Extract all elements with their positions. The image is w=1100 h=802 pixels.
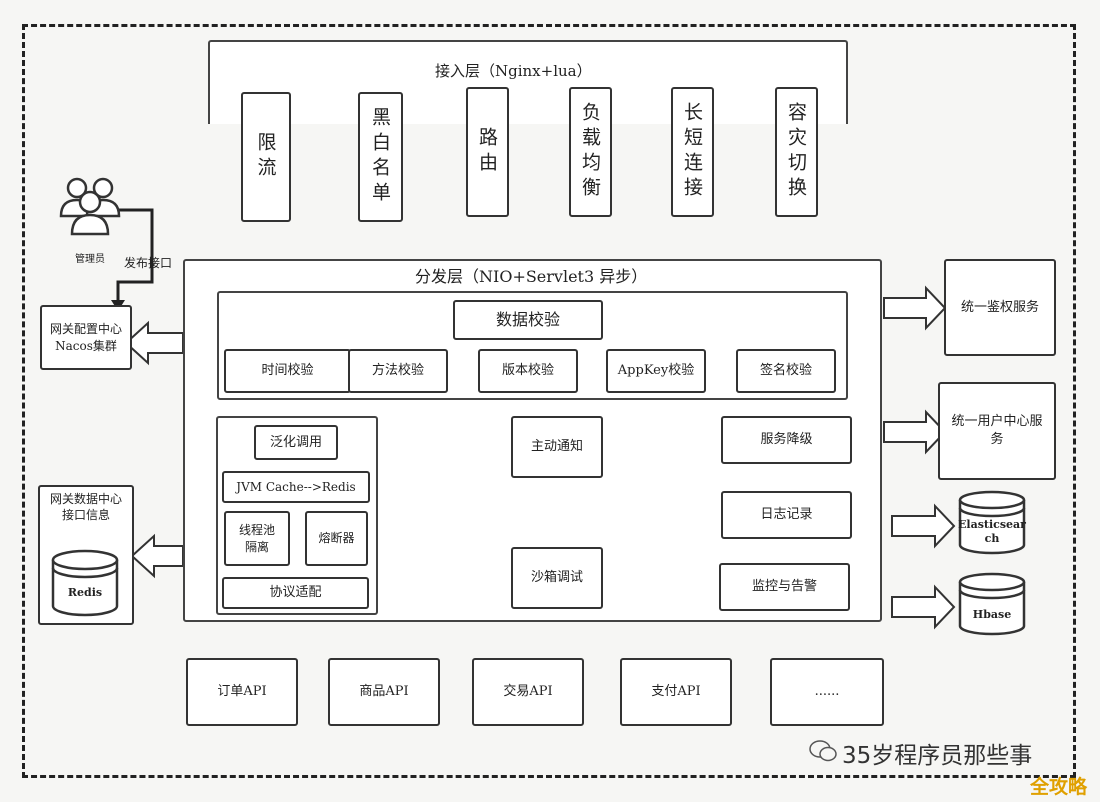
- validation-item-box: AppKey校验: [606, 349, 706, 393]
- access-item-box: 黑白名单: [358, 92, 403, 222]
- api-box: 交易API: [472, 658, 584, 726]
- arrow-to-hbase: [891, 584, 956, 630]
- access-item-label: 黑白名单: [369, 107, 391, 207]
- validation-item-label: 版本校验: [501, 363, 554, 379]
- thread-pool-box: 线程池 隔离: [224, 511, 290, 566]
- access-item-label: 负载均衡: [579, 102, 601, 202]
- elasticsearch-label: Elasticsear ch: [958, 518, 1026, 545]
- api-box: ......: [770, 658, 884, 726]
- access-item-label: 路由: [476, 127, 498, 177]
- api-label: 支付API: [651, 684, 701, 700]
- api-box: 支付API: [620, 658, 732, 726]
- access-layer-frame: [208, 40, 848, 124]
- watermark-corner: 全攻略: [1030, 776, 1088, 798]
- data-validation-title-label: 数据校验: [495, 310, 560, 330]
- redis-label: Redis: [67, 586, 103, 599]
- access-layer-title: 接入层（Nginx+lua）: [435, 62, 592, 80]
- user-center-box: 统一用户中心服 务: [938, 382, 1056, 480]
- access-item-box: 限流: [241, 92, 291, 222]
- api-box: 商品API: [328, 658, 440, 726]
- api-label: 商品API: [359, 684, 409, 700]
- access-item-box: 负载均衡: [569, 87, 612, 217]
- protocol-adapter-box: 协议适配: [222, 577, 369, 609]
- jvm-cache-box: JVM Cache-->Redis: [222, 471, 370, 503]
- access-item-label: 限流: [254, 132, 277, 182]
- user-center-label: 统一用户中心服 务: [951, 414, 1043, 447]
- auth-service-label: 统一鉴权服务: [960, 299, 1039, 315]
- access-item-box: 容灾切换: [775, 87, 818, 217]
- log-record-box: 日志记录: [721, 491, 852, 539]
- circuit-breaker-box: 熔断器: [305, 511, 368, 566]
- arrow-to-elasticsearch: [891, 503, 956, 549]
- arrow-to-auth: [883, 285, 947, 331]
- generic-call-label: 泛化调用: [269, 434, 322, 450]
- validation-item-label: 时间校验: [261, 363, 314, 379]
- dispatch-layer-title: 分发层（NIO+Servlet3 异步）: [415, 267, 648, 286]
- generic-call-box: 泛化调用: [254, 425, 338, 460]
- arrow-to-user-center: [883, 409, 947, 455]
- data-validation-title: 数据校验: [453, 300, 603, 340]
- validation-item-box: 时间校验: [224, 349, 351, 393]
- api-label: ......: [814, 684, 840, 700]
- validation-frame: [217, 291, 848, 400]
- log-record-label: 日志记录: [760, 507, 813, 523]
- validation-item-box: 签名校验: [736, 349, 836, 393]
- active-notify-label: 主动通知: [530, 439, 583, 455]
- hbase-label: Hbase: [972, 608, 1012, 621]
- elasticsearch-cylinder: Elasticsear ch: [957, 490, 1027, 556]
- api-label: 交易API: [503, 684, 553, 700]
- gateway-config-center-label: 网关配置中心 Nacos集群: [49, 322, 122, 353]
- access-item-label: 长短连接: [681, 102, 703, 202]
- hbase-cylinder: Hbase: [957, 572, 1027, 636]
- outer-dashed-border: [22, 24, 1076, 778]
- access-item-label: 容灾切换: [785, 102, 807, 202]
- circuit-breaker-label: 熔断器: [318, 531, 355, 546]
- gateway-data-center-label: 网关数据中心 接口信息: [49, 492, 122, 523]
- publish-connector: [112, 208, 154, 305]
- access-item-box: 路由: [466, 87, 509, 217]
- active-notify-box: 主动通知: [511, 416, 603, 478]
- validation-item-label: 签名校验: [759, 363, 812, 379]
- api-label: 订单API: [217, 684, 267, 700]
- sandbox-debug-label: 沙箱调试: [530, 570, 583, 586]
- monitor-alarm-box: 监控与告警: [719, 563, 850, 611]
- developer-label: 管理员: [75, 254, 105, 265]
- redis-cylinder: Redis: [50, 548, 120, 618]
- sandbox-debug-box: 沙箱调试: [511, 547, 603, 609]
- arrow-to-data-center: [130, 533, 184, 579]
- service-discovery-label: 服务降级: [760, 432, 813, 448]
- access-item-box: 长短连接: [671, 87, 714, 217]
- validation-item-label: 方法校验: [371, 363, 424, 379]
- api-box: 订单API: [186, 658, 298, 726]
- publish-interface-label: 发布接口: [124, 256, 173, 270]
- validation-item-box: 版本校验: [478, 349, 578, 393]
- thread-pool-label: 线程池 隔离: [238, 523, 275, 554]
- arrow-to-config-center: [124, 320, 184, 366]
- developer-icon: [55, 172, 125, 242]
- wechat-icon: [808, 738, 838, 764]
- auth-service-box: 统一鉴权服务: [944, 259, 1056, 356]
- watermark-brand: 35岁程序员那些事: [842, 743, 1033, 769]
- validation-item-label: AppKey校验: [617, 363, 695, 379]
- service-discovery-box: 服务降级: [721, 416, 852, 464]
- monitor-alarm-label: 监控与告警: [751, 579, 817, 595]
- left-group-frame: [216, 416, 378, 615]
- gateway-config-center: 网关配置中心 Nacos集群: [40, 305, 132, 370]
- validation-item-box: 方法校验: [348, 349, 448, 393]
- jvm-cache-label: JVM Cache-->Redis: [236, 479, 356, 494]
- protocol-adapter-label: 协议适配: [269, 585, 322, 601]
